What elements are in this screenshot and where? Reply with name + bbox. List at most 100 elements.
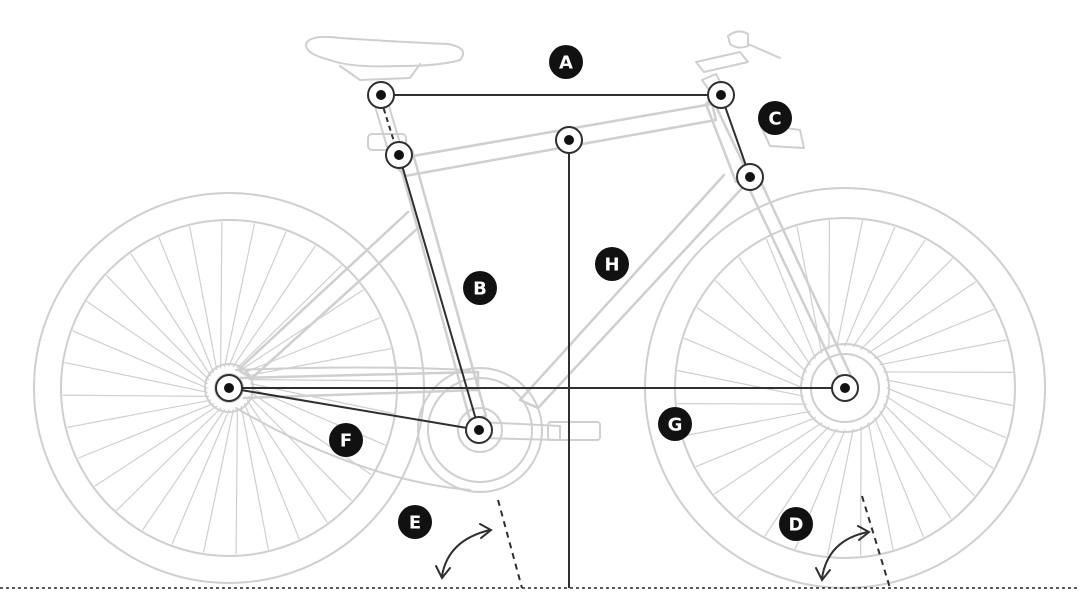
label-g: G [658, 407, 692, 441]
spoke [77, 403, 214, 459]
spoke [240, 405, 269, 550]
spoke [879, 339, 1007, 366]
spoke [696, 307, 805, 381]
joint-rear-axle [215, 374, 243, 402]
spoke [62, 394, 210, 397]
spoke [94, 405, 218, 487]
joint-head-bottom [736, 163, 764, 191]
spoke [203, 409, 234, 553]
spoke [248, 395, 352, 501]
spoke [683, 337, 804, 389]
spoke [64, 362, 208, 393]
joint-seat-top [367, 81, 395, 109]
spoke [235, 407, 238, 555]
label-b: B [463, 271, 497, 305]
spoke [106, 275, 210, 381]
spoke [867, 422, 894, 550]
front-spokes [677, 220, 1013, 556]
label-f: F [329, 423, 363, 457]
spoke [677, 370, 805, 397]
label-g-text: G [668, 415, 683, 436]
rear-spokes [62, 221, 396, 555]
label-e-text: E [409, 513, 421, 534]
joint-seat-tube-top [385, 141, 413, 169]
crank-pedal [479, 421, 601, 441]
spoke [244, 403, 300, 540]
spoke [683, 410, 811, 437]
spoke [859, 426, 862, 556]
joint-markers [215, 81, 859, 444]
spoke [886, 387, 1007, 439]
frame [236, 96, 854, 422]
label-d: D [779, 507, 813, 541]
spoke [836, 220, 864, 348]
spoke [246, 348, 391, 377]
label-b-text: B [473, 279, 487, 300]
bike-outline [33, 30, 1046, 589]
spoke [826, 428, 854, 556]
spoke [250, 391, 372, 475]
label-d-text: D [789, 515, 804, 536]
spoke [189, 226, 218, 371]
spoke [874, 309, 995, 359]
spoke [236, 265, 342, 369]
spoke [883, 371, 1013, 373]
spoke [224, 223, 255, 367]
angle-d-dash [861, 495, 891, 589]
spoke [246, 399, 328, 523]
label-f-text: F [340, 431, 352, 452]
spoke [713, 422, 823, 495]
line-c [720, 94, 751, 178]
label-e: E [398, 505, 432, 539]
label-badges: A B C D E F G H [329, 45, 813, 541]
spoke [86, 301, 208, 385]
spoke [885, 395, 994, 469]
saddle [305, 35, 464, 81]
spoke [677, 403, 807, 405]
spoke [232, 245, 316, 367]
spoke [67, 399, 212, 428]
spoke [874, 417, 925, 538]
spoke [879, 410, 952, 520]
spoke [715, 280, 807, 373]
label-a: A [549, 45, 583, 79]
spoke [228, 231, 287, 367]
spoke [116, 407, 222, 511]
line-b [398, 154, 480, 431]
spoke [72, 330, 208, 389]
label-c-text: C [768, 109, 781, 130]
label-h-text: H [604, 255, 619, 276]
arrow-e [441, 529, 491, 577]
spoke [220, 221, 223, 369]
spoke [142, 409, 226, 531]
angle-arrows [435, 523, 871, 582]
spoke [130, 253, 212, 377]
angle-e-dash [497, 499, 523, 589]
spoke [860, 258, 953, 350]
measurement-lines [228, 94, 891, 589]
spoke [885, 379, 1013, 406]
line-f [228, 387, 480, 431]
spoke [737, 426, 830, 518]
spoke [695, 417, 816, 467]
arrow-d [821, 531, 869, 579]
spoke [852, 239, 926, 348]
spoke [867, 281, 977, 354]
chainring [235, 366, 543, 493]
joint-front-axle [831, 374, 859, 402]
label-a-text: A [559, 53, 573, 74]
label-h: H [595, 247, 629, 281]
spoke [738, 257, 811, 366]
spoke [764, 428, 838, 537]
spoke [158, 236, 214, 373]
joint-head-top [707, 81, 735, 109]
spoke [240, 289, 364, 371]
joint-top-tube-mid [555, 126, 583, 154]
spoke [248, 379, 396, 382]
spoke [171, 409, 230, 545]
label-c: C [758, 101, 792, 135]
spoke [765, 238, 816, 359]
spoke [844, 226, 896, 347]
